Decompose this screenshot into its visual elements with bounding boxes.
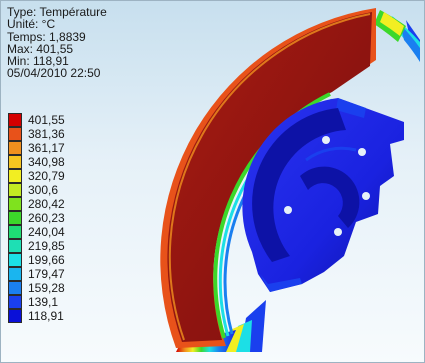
bolt-hole-4	[284, 206, 292, 214]
legend-swatch	[8, 197, 22, 211]
result-info-block: Type: Température Unité: °C Temps: 1,883…	[7, 6, 107, 80]
legend-label: 118,91	[28, 309, 64, 323]
legend-swatch	[8, 169, 22, 183]
legend-label: 139,1	[28, 295, 59, 309]
result-max-label: Max: 401,55	[7, 41, 74, 56]
legend-swatch	[8, 281, 22, 295]
legend-label: 280,42	[28, 197, 65, 211]
legend-label: 199,66	[28, 253, 65, 267]
legend-label: 159,28	[28, 281, 65, 295]
disc-hat-hub	[242, 98, 404, 292]
bolt-hole-1	[322, 136, 330, 144]
legend-swatch	[8, 211, 22, 225]
legend-label: 381,36	[28, 127, 65, 141]
legend-label: 401,55	[28, 113, 65, 127]
legend-label: 361,17	[28, 141, 65, 155]
legend-label: 260,23	[28, 211, 65, 225]
legend-label: 240,04	[28, 225, 65, 239]
legend-swatch	[8, 183, 22, 197]
result-min-label: Min: 118,91	[7, 54, 69, 69]
legend-swatch	[8, 155, 22, 169]
legend-label: 219,85	[28, 239, 65, 253]
legend-swatch	[8, 267, 22, 281]
legend-label: 340,98	[28, 155, 65, 169]
legend-swatch	[8, 113, 22, 127]
result-type-label: Type: Température	[7, 5, 107, 19]
legend-label: 300,6	[28, 183, 59, 197]
bolt-hole-3	[362, 192, 370, 200]
legend-label: 320,79	[28, 169, 65, 183]
legend-swatch	[8, 127, 22, 141]
legend-swatch	[8, 253, 22, 267]
bolt-hole-5	[334, 228, 342, 236]
legend-swatch	[8, 141, 22, 155]
legend-label: 179,47	[28, 267, 65, 281]
bolt-hole-2	[358, 148, 366, 156]
legend-swatch	[8, 225, 22, 239]
legend-swatch	[8, 309, 22, 323]
result-time-label: Temps: 1,8839	[7, 29, 86, 44]
result-date-label: 05/04/2010 22:50	[7, 66, 101, 81]
result-unit-label: Unité: °C	[7, 17, 56, 32]
legend-swatch	[8, 239, 22, 253]
legend-swatch	[8, 295, 22, 309]
